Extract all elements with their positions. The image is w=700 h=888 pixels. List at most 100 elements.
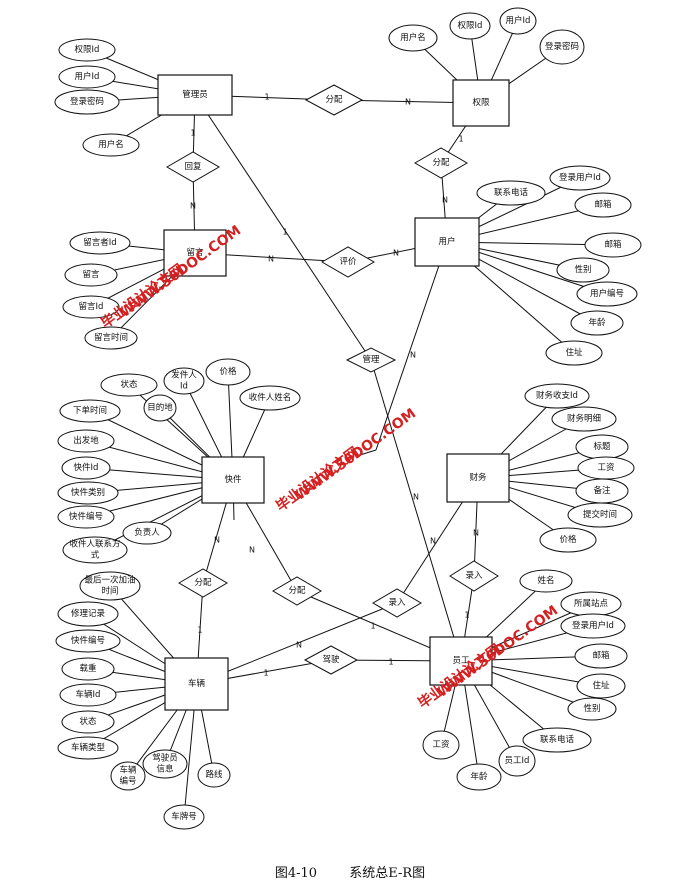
attribute-parcel (205, 358, 251, 386)
attribute-label: 邮箱 (594, 199, 612, 210)
attribute-staff (456, 763, 502, 791)
attribute-staff (560, 613, 626, 639)
entity-box (429, 636, 493, 686)
attribute-label: 用户Id (75, 71, 100, 82)
relation-assign_parcel_vehicle (178, 568, 228, 598)
attribute-finance (551, 406, 617, 432)
relation-assign_parcel_staff (272, 576, 322, 606)
attribute-ellipse (143, 394, 177, 422)
attribute-ellipse (239, 385, 301, 411)
relation-record2 (449, 560, 499, 592)
entity-box (446, 453, 510, 503)
attribute-vehicle (163, 804, 205, 830)
attribute-staff (498, 745, 536, 777)
attribute-user (574, 192, 632, 218)
figure-title: 系统总E-R图 (349, 866, 426, 881)
attribute-ellipse (100, 373, 158, 397)
attribute-ellipse (499, 7, 537, 35)
attribute-finance (524, 383, 590, 409)
attribute-ellipse (57, 736, 119, 760)
attribute-admin (82, 133, 140, 157)
attribute-label: 快件Id (74, 462, 99, 473)
attribute-ellipse (570, 310, 624, 336)
relation-label-record: 录入 (388, 598, 406, 608)
attribute-parcel (122, 521, 172, 545)
attribute-label: 价格 (219, 366, 237, 377)
attribute-label: 登录用户Id (572, 620, 614, 631)
attribute-label: 工资 (432, 739, 450, 750)
attribute-label: 用户Id (506, 15, 531, 26)
relation-record (372, 588, 422, 618)
attribute-label: 留言时间 (94, 332, 128, 343)
relation-assign_perm_user (413, 147, 469, 179)
attribute-label: 权限Id (458, 20, 483, 31)
attribute-label: 留言者Id (83, 237, 116, 248)
attribute-label: 出发地 (73, 435, 99, 446)
attribute-ellipse (69, 231, 131, 255)
attribute-ellipse (61, 456, 111, 480)
attribute-parcel (57, 481, 119, 505)
attribute-label: 快件编号 (71, 635, 105, 646)
attribute-vehicle (61, 657, 115, 681)
attribute-vehicle (197, 762, 231, 788)
attribute-label: 负责人 (134, 527, 160, 538)
attribute-message (84, 326, 138, 350)
relation-assign_admin_perm (304, 84, 364, 116)
entity-box (163, 229, 227, 277)
attribute-ellipse (205, 358, 251, 386)
attribute-parcel (57, 429, 115, 453)
connector-line (370, 359, 462, 662)
attribute-label: 联系电话 (494, 187, 529, 198)
entity-box (164, 657, 229, 711)
cardinality-label: N (190, 202, 196, 211)
attribute-ellipse (574, 643, 628, 669)
attribute-ellipse (567, 697, 617, 721)
attribute-label: 登录密码 (545, 41, 579, 52)
entity-box (414, 217, 480, 267)
entity-label-user: 用户 (438, 236, 455, 247)
relation-label-reply: 回复 (184, 161, 202, 172)
attribute-label: 价格 (559, 534, 577, 545)
attribute-ellipse (57, 505, 115, 529)
entity-admin (157, 74, 233, 116)
relation-diamond (449, 560, 499, 592)
attribute-user (476, 180, 546, 206)
cardinality-label: N (405, 98, 411, 107)
attribute-user (584, 232, 642, 258)
attribute-parcel (57, 505, 115, 529)
attribute-vehicle (55, 629, 121, 653)
relation-diamond (320, 246, 376, 278)
connector-line (194, 94, 372, 361)
attribute-vehicle (110, 761, 146, 791)
attribute-ellipse (556, 257, 610, 283)
attribute-label: 最后一次加油时间 (84, 575, 135, 597)
attribute-label: 留言Id (79, 301, 104, 312)
attribute-staff (567, 697, 617, 721)
cardinality-label: N (393, 249, 399, 258)
relation-label-manage: 管理 (362, 354, 380, 365)
relation-diamond (345, 347, 397, 373)
attribute-label: 联系电话 (540, 734, 575, 745)
attribute-parcel (163, 367, 205, 395)
attribute-ellipse (576, 673, 626, 699)
cardinality-label: 1 (197, 626, 202, 635)
attribute-label: 邮箱 (604, 239, 622, 250)
cardinality-label: 1 (370, 622, 375, 631)
cardinality-label: 1 (190, 129, 195, 138)
attribute-label: 年龄 (588, 317, 606, 328)
entity-label-staff: 员工 (452, 656, 470, 666)
entity-vehicle (164, 657, 229, 711)
attribute-staff (519, 569, 573, 593)
attribute-ellipse (388, 24, 438, 52)
cardinality-label: N (214, 536, 220, 545)
relation-label-review: 评价 (339, 257, 357, 267)
attribute-label: 收件人联系方式 (69, 539, 120, 561)
entity-label-finance: 财务 (469, 472, 487, 483)
cardinality-label: N (413, 493, 419, 502)
attribute-ellipse (82, 133, 140, 157)
relation-diamond (178, 568, 228, 598)
attribute-finance (539, 527, 597, 553)
attribute-parcel (100, 373, 158, 397)
attribute-finance (567, 502, 633, 528)
attribute-parcel (143, 394, 177, 422)
